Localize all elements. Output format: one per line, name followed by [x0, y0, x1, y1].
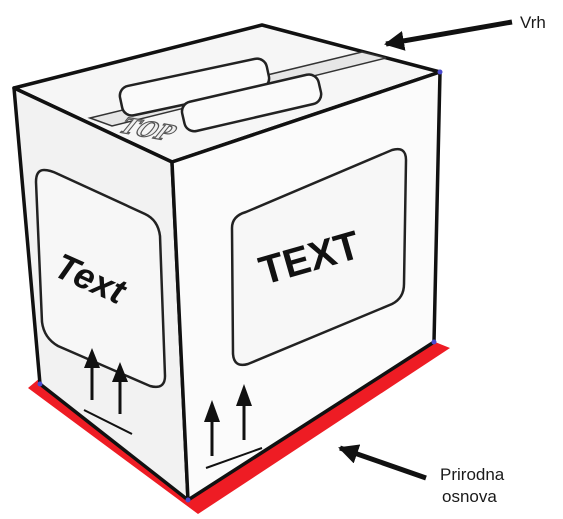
label-base-line2: osnova	[442, 487, 497, 506]
top-handle-right	[180, 73, 323, 133]
corner-dot	[185, 497, 191, 503]
corner-dot	[437, 69, 443, 75]
side-label-panel	[34, 168, 167, 389]
up-arrows-icon	[83, 348, 133, 435]
pointer-arrow-top	[384, 19, 513, 51]
pointer-arrow-base	[338, 444, 427, 481]
up-arrows-icon	[204, 384, 263, 469]
front-label-panel	[230, 147, 408, 367]
corner-dot	[37, 381, 43, 387]
corner-dot	[431, 339, 437, 345]
label-base-line1: Prirodna	[440, 465, 505, 484]
label-top: Vrh	[520, 13, 546, 32]
